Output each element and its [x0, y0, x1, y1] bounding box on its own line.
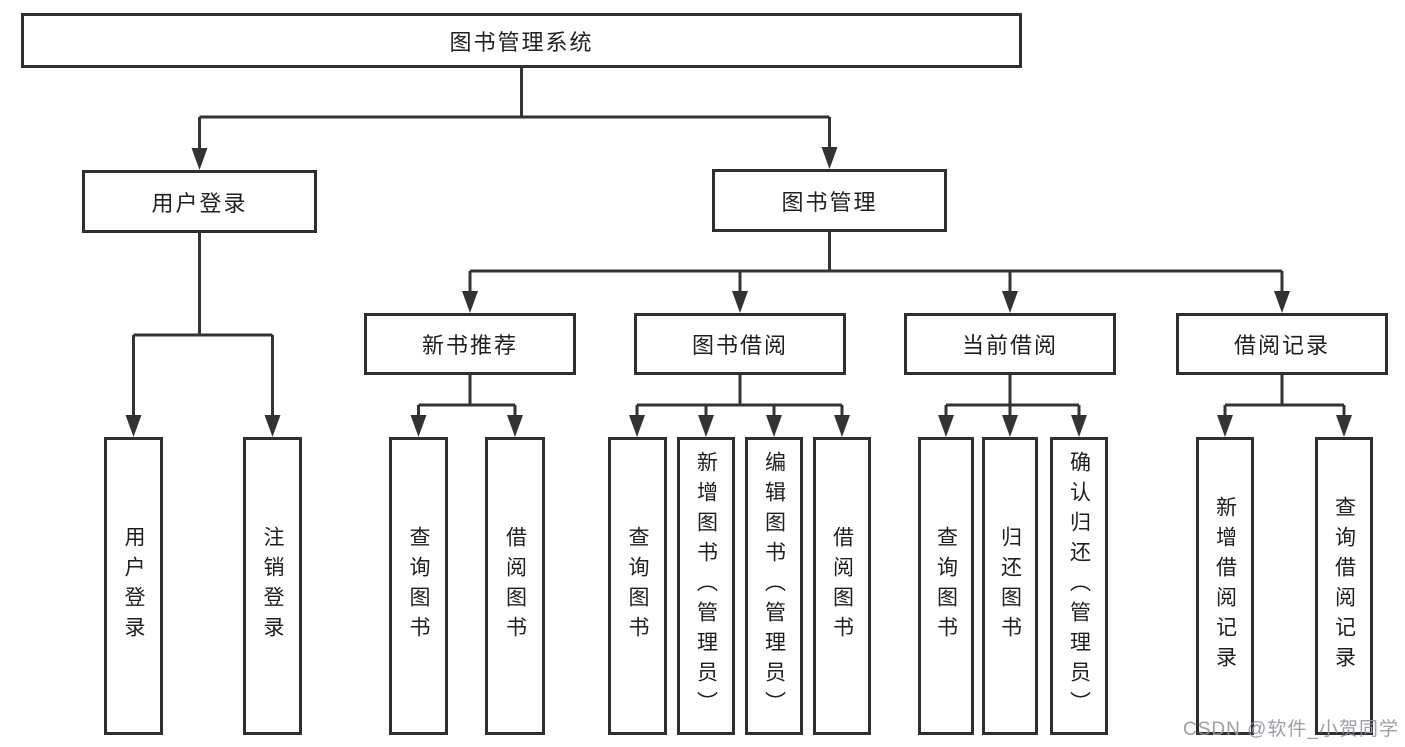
watermark: CSDN @软件_小贺同学 — [1183, 719, 1399, 740]
arrow-icon — [1217, 415, 1233, 437]
arrow-icon — [766, 415, 782, 437]
arrow-icon — [629, 415, 645, 437]
leaf-newbooks-borrow-books: 借阅图书 — [485, 437, 545, 735]
arrow-icon — [410, 415, 427, 437]
arrow-icon — [938, 415, 954, 437]
leaf-borrow-query-books: 查询图书 — [608, 437, 667, 735]
node-user-login-branch: 用户登录 — [82, 170, 317, 233]
arrow-icon — [1002, 291, 1018, 313]
arrow-icon — [191, 148, 208, 170]
leaf-records-add-record: 新增借阅记录 — [1196, 437, 1254, 735]
leaf-current-query-books: 查询图书 — [918, 437, 974, 735]
node-book-borrowing: 图书借阅 — [634, 313, 846, 375]
arrow-icon — [125, 415, 142, 437]
arrow-icon — [1336, 415, 1352, 437]
arrow-icon — [1071, 415, 1087, 437]
arrow-icon — [834, 415, 850, 437]
arrow-icon — [732, 291, 748, 313]
leaf-borrow-add-books-admin: 新增图书（管理员） — [677, 437, 735, 735]
leaf-user-login: 用户登录 — [104, 437, 163, 735]
arrow-icon — [821, 147, 838, 169]
node-book-management-branch: 图书管理 — [712, 169, 947, 232]
arrowheads — [125, 147, 1352, 437]
leaf-current-confirm-return-admin: 确认归还（管理员） — [1050, 437, 1108, 735]
arrow-icon — [507, 415, 523, 437]
leaf-borrow-borrow-books: 借阅图书 — [813, 437, 871, 735]
arrow-icon — [698, 415, 714, 437]
arrow-icon — [462, 291, 478, 313]
arrow-icon — [1002, 415, 1018, 437]
leaf-logout: 注销登录 — [243, 437, 302, 735]
node-current-borrowing: 当前借阅 — [904, 313, 1116, 375]
node-borrowing-records: 借阅记录 — [1176, 313, 1388, 375]
arrow-icon — [1274, 291, 1290, 313]
leaf-newbooks-query-books: 查询图书 — [389, 437, 448, 735]
connector-paths — [132, 68, 1346, 419]
node-root: 图书管理系统 — [21, 13, 1022, 68]
node-new-book-recommendation: 新书推荐 — [364, 313, 576, 375]
arrow-icon — [264, 415, 281, 437]
leaf-current-return-books: 归还图书 — [982, 437, 1038, 735]
leaf-borrow-edit-books-admin: 编辑图书（管理员） — [745, 437, 803, 735]
leaf-records-query-record: 查询借阅记录 — [1315, 437, 1373, 735]
